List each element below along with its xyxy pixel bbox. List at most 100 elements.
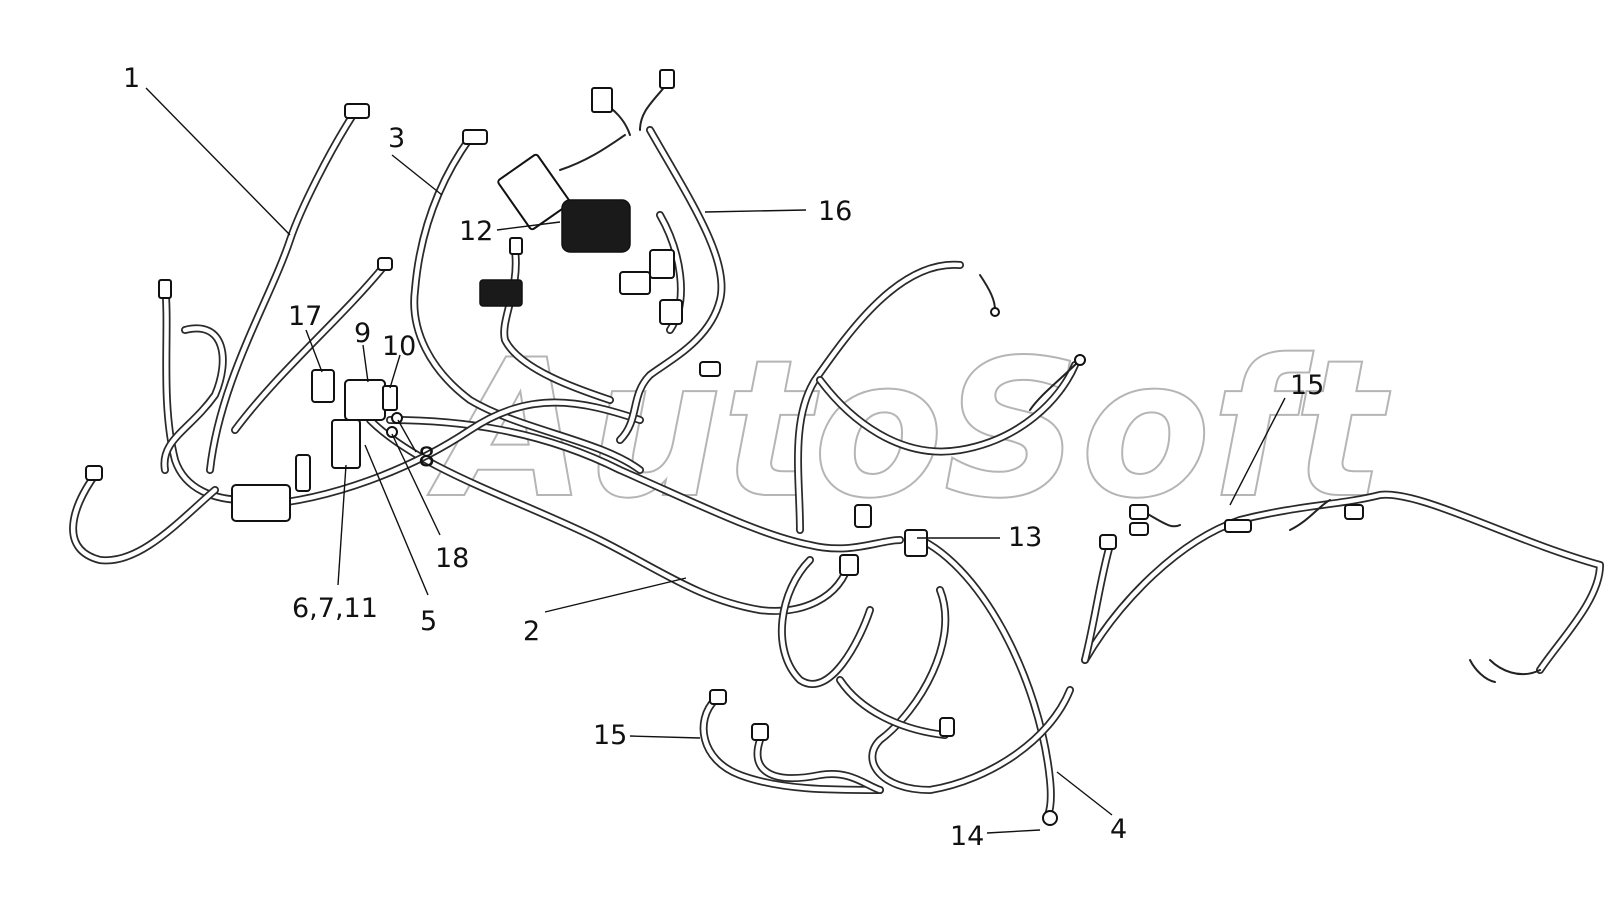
wire-harness-15-left-branch-fill — [755, 737, 883, 793]
lead-15-conn — [1289, 499, 1331, 531]
connector-hub-left — [231, 484, 291, 522]
leader-9 — [362, 344, 369, 383]
wire-harness-3-fill — [412, 135, 643, 473]
leader-3 — [391, 154, 443, 196]
connector-block-black — [479, 279, 523, 307]
lead-15-right-b — [1469, 659, 1496, 683]
callout-16: 16 — [818, 196, 852, 227]
connector-15-sleeve — [1224, 519, 1252, 533]
connector-8 — [391, 412, 403, 424]
connector-low-loop — [939, 717, 955, 737]
wire-diagonal-fill — [232, 262, 388, 433]
leader-17 — [305, 329, 323, 373]
wire-harness-1-fill — [207, 109, 358, 473]
callout-15-left: 15 — [593, 720, 627, 751]
leader-5 — [364, 444, 429, 596]
fuse-block-16 — [497, 153, 571, 231]
wire-left-branch-fill — [162, 282, 248, 503]
connector-18 — [386, 426, 398, 438]
callout-15-right: 15 — [1290, 370, 1324, 401]
watermark-text: AutoSoft — [427, 319, 1391, 540]
connector-top-1 — [344, 103, 370, 119]
callout-4: 4 — [1110, 814, 1127, 845]
module-17 — [311, 369, 335, 403]
wire-harness-1-outline — [206, 108, 359, 474]
wire-harness-16-fill — [617, 127, 724, 443]
connector-16-b — [659, 299, 683, 325]
callout-1: 1 — [123, 63, 140, 94]
connector-top-a — [659, 69, 675, 89]
callout-5: 5 — [420, 606, 437, 637]
callout-3: 3 — [388, 123, 405, 154]
lead-right-top — [1029, 359, 1081, 411]
callout-labels: 1 2 3 4 5 6,7,11 8 9 10 12 13 14 15 15 1… — [123, 63, 1324, 852]
connector-switch — [295, 454, 311, 492]
leader-4 — [1056, 771, 1113, 816]
connector-15-left-b — [751, 723, 769, 741]
lead-top-c — [559, 134, 626, 171]
wire-harness-1 — [210, 112, 355, 470]
module-9 — [344, 379, 386, 421]
leader-12 — [496, 221, 561, 231]
wire-main-trunk-fill — [387, 417, 903, 551]
callout-13: 13 — [1008, 522, 1042, 553]
callout-6-7-11: 6,7,11 — [292, 593, 378, 624]
callout-8: 8 — [418, 442, 435, 473]
connector-small-top — [509, 237, 523, 255]
callout-18: 18 — [435, 543, 469, 574]
lead-right-end — [979, 274, 996, 311]
leader-1 — [145, 87, 291, 236]
connector-15-right-a — [1099, 534, 1117, 550]
leader-6-7-11 — [337, 464, 347, 586]
connector-diag-end — [377, 257, 393, 271]
leader-18 — [391, 433, 441, 536]
connector-13 — [904, 529, 928, 557]
wire-left-lower-fill — [70, 472, 218, 563]
wire-lower-branch-fill — [837, 677, 948, 738]
module-10 — [382, 385, 398, 411]
connector-center-a — [854, 504, 872, 528]
wire-right-loop-fill — [795, 262, 963, 533]
connector-15-right-b — [1129, 504, 1149, 520]
callout-10: 10 — [382, 331, 416, 362]
wire-middle-trunk-fill — [257, 400, 643, 508]
connector-top-3 — [462, 129, 488, 145]
callout-14: 14 — [950, 821, 984, 852]
callout-9: 9 — [354, 318, 371, 349]
connector-right-end — [990, 307, 1000, 317]
leader-2 — [544, 577, 687, 613]
leader-8 — [397, 419, 417, 453]
wire-harness-15-right-fill — [1082, 492, 1603, 673]
module-6-7-11 — [331, 419, 361, 469]
wire-right-arc-fill — [817, 362, 1078, 454]
wire-harness-2-fill — [367, 417, 853, 614]
connector-16-end — [699, 361, 721, 377]
connector-15-branch — [1344, 504, 1364, 520]
connector-top-b — [591, 87, 613, 113]
connector-15-left-a — [709, 689, 727, 705]
leader-16 — [704, 209, 807, 213]
wire-lower-loop — [872, 590, 1070, 790]
connector-center-b — [839, 554, 859, 576]
wire-lower-loop-outline — [868, 586, 1074, 794]
connector-right-top-end — [1074, 354, 1086, 366]
connector-left-end — [85, 465, 103, 481]
relay-12 — [561, 199, 631, 253]
callout-2: 2 — [523, 616, 540, 647]
leader-14 — [986, 829, 1041, 834]
callout-17: 17 — [288, 301, 322, 332]
harness-wires — [69, 108, 1604, 819]
connector-left-top — [158, 279, 172, 299]
lead-15-right-a — [1489, 659, 1541, 676]
connector-16-c — [649, 249, 675, 279]
leader-10 — [389, 354, 401, 389]
leader-15-left — [629, 735, 701, 739]
wire-left-loop-fill — [162, 326, 225, 473]
callout-12: 12 — [459, 216, 493, 247]
leader-15-right — [1229, 397, 1286, 506]
connector-14 — [1042, 810, 1058, 826]
wire-harness-15-right-branch-fill — [1082, 542, 1113, 663]
connector-15-right-c — [1129, 522, 1149, 536]
wire-harness-15-left-fill — [701, 697, 883, 793]
